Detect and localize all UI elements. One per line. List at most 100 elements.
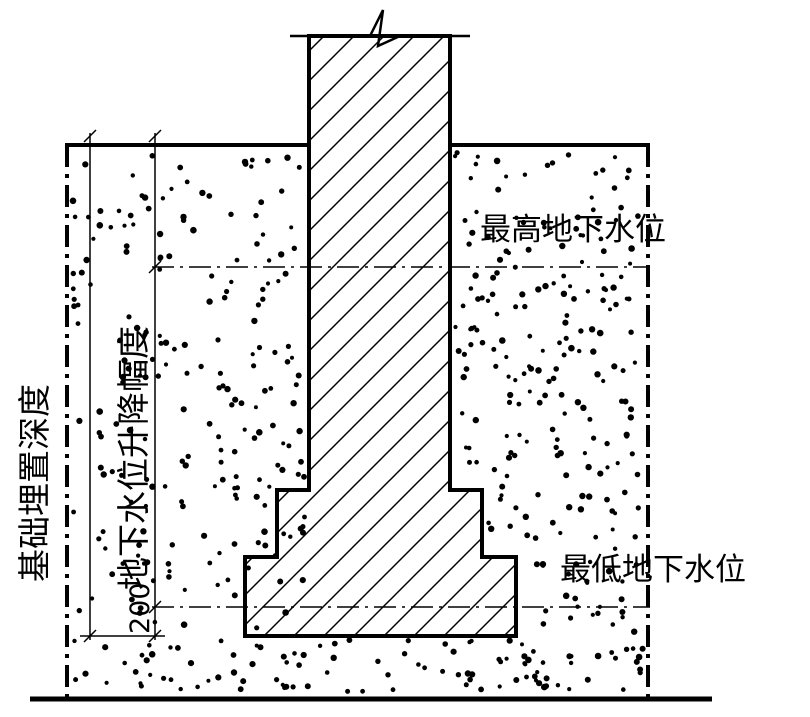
soil-dot	[123, 248, 130, 255]
soil-dot	[136, 542, 143, 548]
soil-dot	[253, 212, 259, 219]
soil-dot	[268, 386, 274, 391]
soil-dot	[253, 405, 258, 410]
water-level-range-label: 地下水位升降幅度	[114, 326, 153, 590]
soil-dot	[455, 348, 462, 354]
soil-dot	[70, 286, 76, 292]
soil-dot	[605, 567, 613, 575]
soil-dot	[262, 542, 269, 549]
soil-dot	[304, 683, 311, 690]
soil-dot	[129, 596, 135, 603]
soil-dot	[531, 649, 536, 654]
soil-dot	[262, 503, 268, 508]
soil-dot	[274, 677, 280, 683]
soil-dot	[168, 645, 173, 650]
soil-dot	[100, 529, 106, 535]
soil-dot	[612, 546, 618, 551]
soil-dot	[119, 373, 127, 381]
soil-dot	[346, 637, 353, 643]
soil-dot	[255, 302, 261, 308]
soil-dot	[460, 373, 467, 381]
soil-dot	[117, 337, 123, 344]
soil-dot	[594, 218, 602, 226]
soil-dot	[635, 653, 643, 661]
soil-dot	[265, 281, 271, 286]
soil-dot	[504, 473, 510, 479]
soil-dot	[562, 319, 569, 326]
soil-dot	[206, 298, 213, 305]
soil-dot	[628, 329, 634, 335]
soil-dot	[527, 389, 532, 394]
soil-dot	[260, 296, 266, 302]
soil-dot	[232, 396, 239, 403]
soil-dot	[585, 463, 592, 471]
soil-dot	[234, 496, 239, 501]
soil-dot	[632, 360, 638, 365]
soil-dot	[229, 279, 234, 285]
soil-dot	[257, 477, 262, 483]
soil-dot	[619, 609, 626, 615]
soil-dot	[563, 472, 570, 479]
soil-dot	[598, 236, 604, 242]
soil-dot	[587, 559, 593, 565]
soil-dot	[514, 215, 519, 220]
soil-dot	[100, 471, 107, 478]
soil-dot	[182, 587, 187, 593]
soil-dot	[506, 399, 513, 405]
soil-dot	[629, 451, 635, 457]
soil-dot	[550, 375, 557, 382]
soil-dot	[516, 401, 522, 407]
soil-dot	[600, 248, 607, 255]
soil-dot	[180, 406, 187, 413]
soil-dot	[217, 370, 223, 376]
soil-dot	[572, 595, 579, 602]
soil-dot	[324, 670, 330, 675]
soil-dot	[144, 477, 150, 482]
soil-dot	[284, 660, 290, 665]
soil-dot	[573, 225, 580, 232]
soil-dot	[139, 193, 145, 199]
soil-dot	[249, 661, 256, 668]
soil-dot	[557, 340, 562, 346]
soil-dot	[292, 651, 297, 656]
soil-dot	[251, 317, 258, 325]
soil-dot	[522, 303, 528, 310]
soil-dot	[148, 651, 156, 658]
soil-dot	[623, 646, 630, 652]
foundation-section	[243, 34, 518, 638]
soil-dot	[177, 164, 184, 171]
soil-dot	[71, 296, 77, 302]
soil-dot	[579, 259, 585, 265]
soil-dot	[405, 638, 411, 644]
soil-dot	[331, 640, 338, 647]
soil-dot	[282, 685, 287, 691]
soil-dot	[122, 660, 127, 666]
soil-dot	[505, 454, 513, 461]
soil-dot	[604, 496, 610, 503]
soil-dot	[479, 339, 486, 346]
soil-dot	[577, 348, 582, 354]
soil-dot	[126, 426, 134, 434]
soil-dot	[578, 233, 583, 238]
soil-dot	[255, 540, 261, 546]
soil-dot	[584, 578, 590, 584]
soil-dot	[295, 372, 302, 379]
soil-dot	[618, 596, 625, 603]
soil-dot	[549, 160, 556, 166]
soil-dot	[542, 282, 549, 290]
soil-dot	[286, 443, 292, 449]
soil-dot	[258, 199, 265, 206]
soil-dot	[633, 562, 639, 568]
soil-dot	[148, 672, 153, 678]
soil-dot	[628, 245, 635, 252]
soil-dot	[622, 489, 628, 496]
soil-dot	[143, 503, 148, 509]
soil-dot	[231, 592, 238, 599]
soil-dot	[513, 304, 519, 310]
soil-dot	[225, 577, 231, 583]
soil-dot	[137, 610, 143, 616]
soil-dot	[628, 261, 633, 266]
soil-dot	[76, 417, 83, 424]
soil-dot	[491, 466, 498, 473]
soil-dot	[635, 505, 641, 511]
